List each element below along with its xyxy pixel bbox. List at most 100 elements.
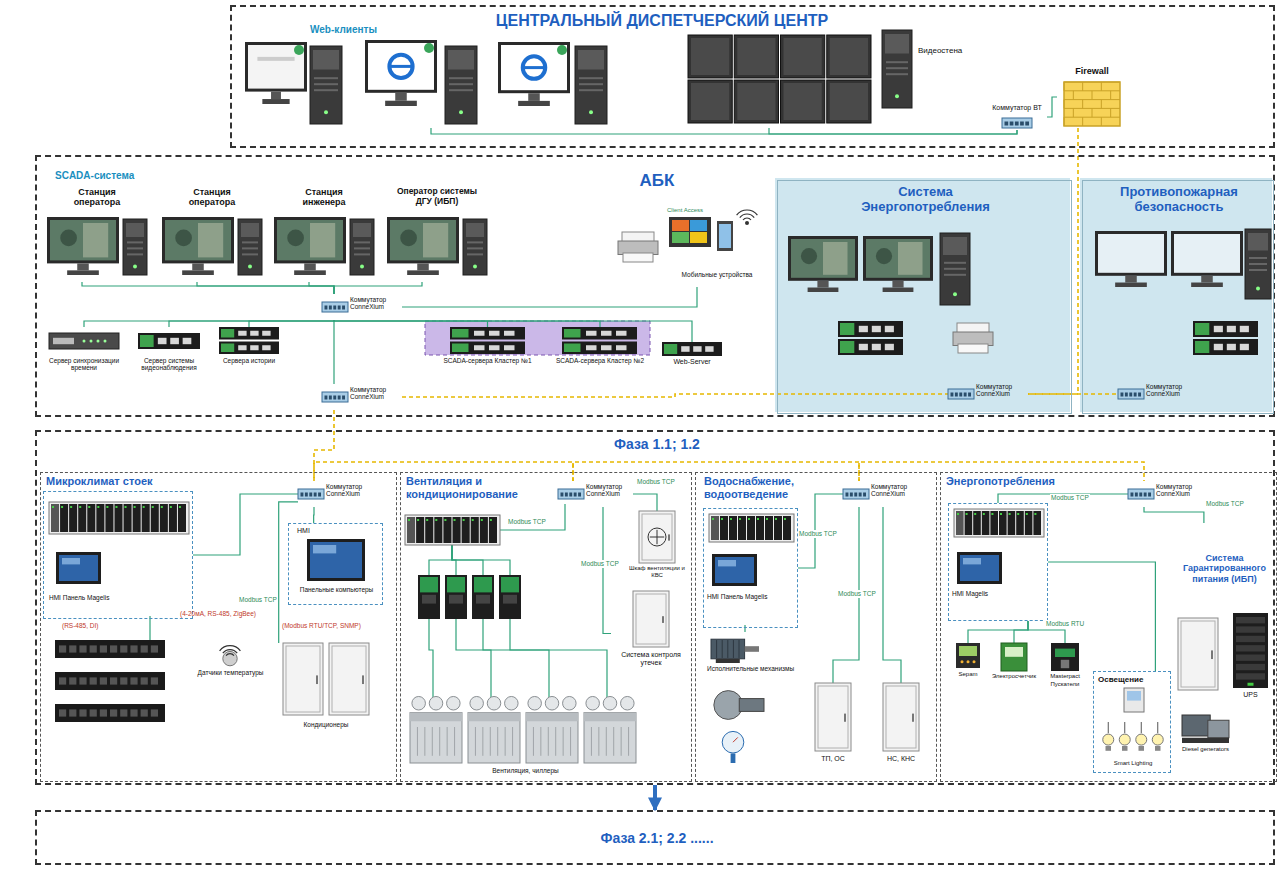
annotation-label: Modbus TCP bbox=[508, 518, 558, 525]
device-node: Sepam bbox=[948, 643, 988, 688]
icon-part bbox=[1101, 82, 1102, 91]
equipment-icon bbox=[618, 232, 658, 262]
device-icon bbox=[957, 552, 1002, 584]
icon-part bbox=[1101, 117, 1102, 126]
device-node: Станция оператора bbox=[162, 187, 262, 282]
icon-part bbox=[329, 643, 369, 715]
icon-part bbox=[161, 506, 163, 508]
device-icon bbox=[1002, 118, 1032, 128]
icon-part bbox=[791, 239, 855, 278]
icon-part bbox=[1033, 511, 1041, 535]
icon-part bbox=[473, 265, 477, 269]
icon-part bbox=[518, 101, 550, 106]
icon-part bbox=[505, 696, 519, 710]
icon-part bbox=[523, 66, 546, 69]
icon-part bbox=[505, 727, 506, 756]
icon-part bbox=[338, 396, 341, 400]
node-label: Коммутатор ConneXium bbox=[350, 296, 402, 311]
icon-part bbox=[69, 504, 77, 532]
icon-part bbox=[467, 247, 483, 249]
icon-part bbox=[310, 46, 342, 124]
icon-part bbox=[62, 558, 80, 564]
node-label: HMI Magelis bbox=[952, 590, 1012, 597]
zone-band: ЦЕНТРАЛЬНЫЙ ДИСПЕТЧЕРСКИЙ ЦЕНТРWeb-клиен… bbox=[230, 5, 1275, 148]
icon-part bbox=[407, 517, 415, 543]
icon-part bbox=[734, 80, 778, 123]
icon-part bbox=[882, 30, 912, 108]
icon-part bbox=[1236, 664, 1265, 670]
icon-part bbox=[1131, 493, 1134, 497]
icon-part bbox=[314, 77, 338, 79]
subsystem-section: Водоснабжение, водоотведениеHMI Панель M… bbox=[695, 472, 937, 782]
icon-part bbox=[737, 210, 758, 215]
icon-part bbox=[739, 699, 764, 712]
controller-group: HMIПанельные компьютеры bbox=[288, 523, 383, 605]
node-label: Фаза 1.1; 1.2 bbox=[597, 436, 717, 452]
device-icon bbox=[322, 302, 348, 312]
icon-part bbox=[250, 331, 258, 336]
icon-part bbox=[179, 506, 181, 508]
icon-part bbox=[642, 514, 672, 560]
icon-part bbox=[475, 727, 476, 756]
icon-part bbox=[55, 672, 165, 690]
device-icon bbox=[123, 219, 147, 275]
device-node: Коммутатор ВТ bbox=[987, 104, 1047, 130]
node-label: ТП, ОС bbox=[803, 755, 863, 763]
icon-part bbox=[490, 727, 491, 756]
icon-part bbox=[953, 292, 957, 296]
icon-part bbox=[241, 223, 259, 237]
network-link bbox=[998, 494, 1128, 503]
icon-part bbox=[866, 239, 930, 278]
node-label: Система Гарантированного питания (ИБП) bbox=[1177, 553, 1272, 584]
node-label: SCADA-сервера Кластер №1 bbox=[430, 357, 545, 364]
icon-part bbox=[77, 263, 89, 270]
icon-part bbox=[405, 515, 500, 545]
icon-part bbox=[722, 731, 744, 753]
controller-group: HMI Magelis bbox=[948, 503, 1048, 621]
icon-part bbox=[1064, 82, 1065, 91]
icon-part bbox=[815, 683, 851, 751]
device-icon bbox=[954, 509, 1044, 537]
icon-part bbox=[59, 709, 66, 716]
icon-part bbox=[956, 643, 980, 668]
device-icon bbox=[49, 333, 119, 349]
icon-part bbox=[400, 230, 417, 247]
device-icon bbox=[445, 46, 477, 124]
icon-part bbox=[898, 242, 923, 275]
icon-part bbox=[885, 344, 894, 350]
icon-part bbox=[579, 89, 603, 91]
device-node: Сервера истории bbox=[214, 327, 284, 387]
icon-part bbox=[840, 323, 854, 335]
icon-part bbox=[1139, 493, 1142, 497]
network-link bbox=[84, 320, 334, 327]
device-icon bbox=[639, 511, 675, 563]
icon-part bbox=[489, 345, 500, 350]
device-node: Сервер системы видеонаблюдения bbox=[130, 327, 208, 387]
icon-part bbox=[304, 263, 316, 270]
device-icon bbox=[463, 219, 487, 275]
icon-part bbox=[56, 552, 101, 584]
icon-part bbox=[1124, 722, 1125, 733]
icon-part bbox=[895, 94, 899, 98]
icon-part bbox=[1025, 511, 1033, 535]
network-link bbox=[1014, 621, 1028, 643]
icon-part bbox=[954, 509, 1044, 537]
icon-part bbox=[1236, 626, 1265, 632]
node-label: Коммутатор ConneXium bbox=[976, 383, 1028, 398]
icon-part bbox=[859, 493, 862, 497]
icon-part bbox=[271, 92, 281, 99]
icon-part bbox=[690, 232, 707, 243]
node-label: Вентиляция и кондиционирование bbox=[406, 475, 556, 500]
icon-part bbox=[449, 77, 473, 79]
icon-part bbox=[329, 396, 332, 400]
icon-part bbox=[739, 640, 740, 658]
icon-part bbox=[883, 683, 919, 751]
icon-part bbox=[974, 513, 976, 515]
icon-part bbox=[47, 217, 119, 263]
icon-part bbox=[940, 233, 970, 305]
icon-part bbox=[123, 219, 147, 275]
icon-part bbox=[472, 519, 474, 521]
wire bbox=[510, 619, 607, 698]
device-icon bbox=[662, 342, 722, 356]
icon-part bbox=[709, 514, 794, 542]
